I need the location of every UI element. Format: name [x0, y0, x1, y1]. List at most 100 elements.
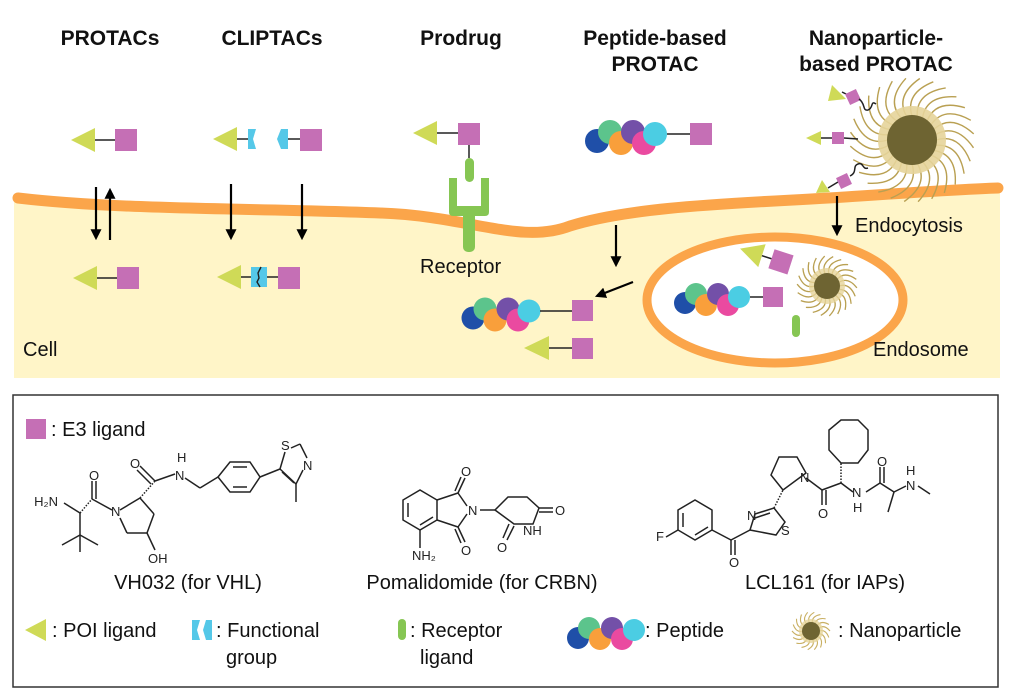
header-nanoparticle-line1: Nanoparticle-	[809, 27, 943, 50]
header-peptide-line1: Peptide-based	[583, 27, 727, 50]
atom-label: S	[281, 438, 290, 453]
poi-ligand-icon	[413, 121, 437, 145]
e3-ligand-icon	[763, 287, 783, 307]
category-headers: PROTACs CLIPTACs Prodrug Peptide-based P…	[61, 27, 953, 76]
poi-ligand-icon	[217, 265, 241, 289]
atom-label: N	[303, 458, 312, 473]
legend-functional-group-label-line2: group	[226, 647, 277, 669]
atom-label: H₂N	[34, 494, 58, 509]
e3-ligand-icon	[690, 123, 712, 145]
e3-ligand-icon	[117, 267, 139, 289]
e3-ligand-icon	[572, 300, 593, 321]
atom-label: H	[177, 450, 186, 465]
nanoparticle-icon	[849, 77, 975, 203]
cliptac-outside	[213, 127, 322, 151]
atom-label: O	[461, 464, 471, 479]
atom-label: NH₂	[412, 548, 436, 563]
legend-receptor-ligand-label-line1: : Receptor	[410, 620, 503, 642]
e3-ligand-icon	[832, 132, 844, 144]
vh032-structure: H₂N O N O H N S N OH	[34, 438, 312, 566]
legend-box	[12, 394, 999, 688]
atom-label: O	[89, 468, 99, 483]
header-peptide-line2: PROTAC	[611, 53, 698, 76]
atom-label: NH	[523, 523, 542, 538]
atom-label: O	[555, 503, 565, 518]
cliptac-inside	[217, 265, 300, 289]
legend-peptide-icon	[567, 617, 645, 650]
compound-name-pomalidomide: Pomalidomide (for CRBN)	[366, 572, 597, 594]
atom-label: N	[800, 470, 809, 485]
legend-functional-group-label-line1: : Functional	[216, 620, 319, 642]
endosome	[642, 232, 908, 368]
peptide-protac-outside	[585, 120, 712, 155]
e3-ligand-icon	[845, 89, 861, 105]
lcl161-structure: F O N S N O N H O H N	[656, 419, 931, 570]
cell-membrane	[12, 182, 1004, 238]
nanoparticle-in-endosome	[796, 255, 858, 317]
receptor	[449, 178, 489, 252]
poi-ligand-icon	[213, 127, 237, 151]
atom-label: N	[175, 468, 184, 483]
peptide-protac-in-endosome	[674, 283, 783, 316]
e3-ligand-icon	[572, 338, 593, 359]
peptide-icon	[461, 297, 541, 332]
atom-label: O	[877, 454, 887, 469]
legend-nanoparticle-icon	[791, 611, 831, 651]
legend-peptide-label: : Peptide	[645, 620, 724, 642]
atom-label: H	[853, 500, 862, 515]
legend-e3-ligand-label: : E3 ligand	[51, 419, 146, 441]
e3-ligand-icon	[458, 123, 480, 145]
protac-in-endosome	[740, 244, 794, 275]
e3-ligand-icon	[278, 267, 300, 289]
atom-label: O	[818, 506, 828, 521]
atom-label: O	[497, 540, 507, 555]
receptor-ligand-icon	[792, 315, 800, 337]
atom-label: N	[852, 485, 861, 500]
atom-label: N	[747, 508, 756, 523]
prodrug-construct	[413, 121, 480, 182]
endosome-label: Endosome	[873, 339, 969, 361]
legend-nanoparticle-label: : Nanoparticle	[838, 620, 961, 642]
endocytosis-label: Endocytosis	[855, 215, 963, 237]
atom-label: N	[468, 503, 477, 518]
atom-label: O	[461, 543, 471, 558]
poi-ligand-icon	[828, 85, 846, 101]
receptor-label: Receptor	[420, 256, 501, 278]
poi-ligand-icon	[524, 336, 549, 360]
compound-name-vh032: VH032 (for VHL)	[114, 572, 262, 594]
protac-outside	[71, 128, 137, 152]
atom-label: N	[906, 478, 915, 493]
legend-poi-ligand-label: : POI ligand	[52, 620, 157, 642]
compound-name-lcl161: LCL161 (for IAPs)	[745, 572, 905, 594]
functional-group-icon	[277, 129, 288, 149]
header-nanoparticle-line2: based PROTAC	[799, 53, 953, 76]
protac-released	[524, 336, 593, 360]
e3-ligand-icon	[300, 129, 322, 151]
atom-label: N	[111, 504, 120, 519]
receptor-ligand-icon	[465, 158, 474, 182]
atom-label: O	[729, 555, 739, 570]
poi-ligand-icon	[806, 131, 821, 145]
e3-ligand-icon	[836, 173, 852, 189]
functional-group-icon	[248, 129, 256, 149]
atom-label: O	[130, 456, 140, 471]
atom-label: F	[656, 529, 664, 544]
receptor-icon	[449, 178, 489, 216]
e3-ligand-icon	[115, 129, 137, 151]
legend-e3-ligand-icon	[26, 419, 46, 439]
legend-functional-group-icon	[192, 620, 212, 640]
poi-ligand-icon	[71, 128, 95, 152]
legend-receptor-ligand-icon	[398, 619, 406, 640]
header-prodrug: Prodrug	[420, 27, 502, 50]
pomalidomide-structure: O N O NH₂ O NH O	[402, 464, 565, 563]
arrow-release	[594, 280, 634, 298]
header-cliptacs: CLIPTACs	[221, 27, 322, 50]
atom-label: H	[906, 463, 915, 478]
peptide-protac-released	[461, 297, 593, 332]
poi-ligand-icon	[816, 180, 830, 193]
atom-label: OH	[148, 551, 168, 566]
atom-label: S	[781, 523, 790, 538]
cell-label: Cell	[23, 339, 57, 361]
legend-receptor-ligand-label-line2: ligand	[420, 647, 473, 669]
